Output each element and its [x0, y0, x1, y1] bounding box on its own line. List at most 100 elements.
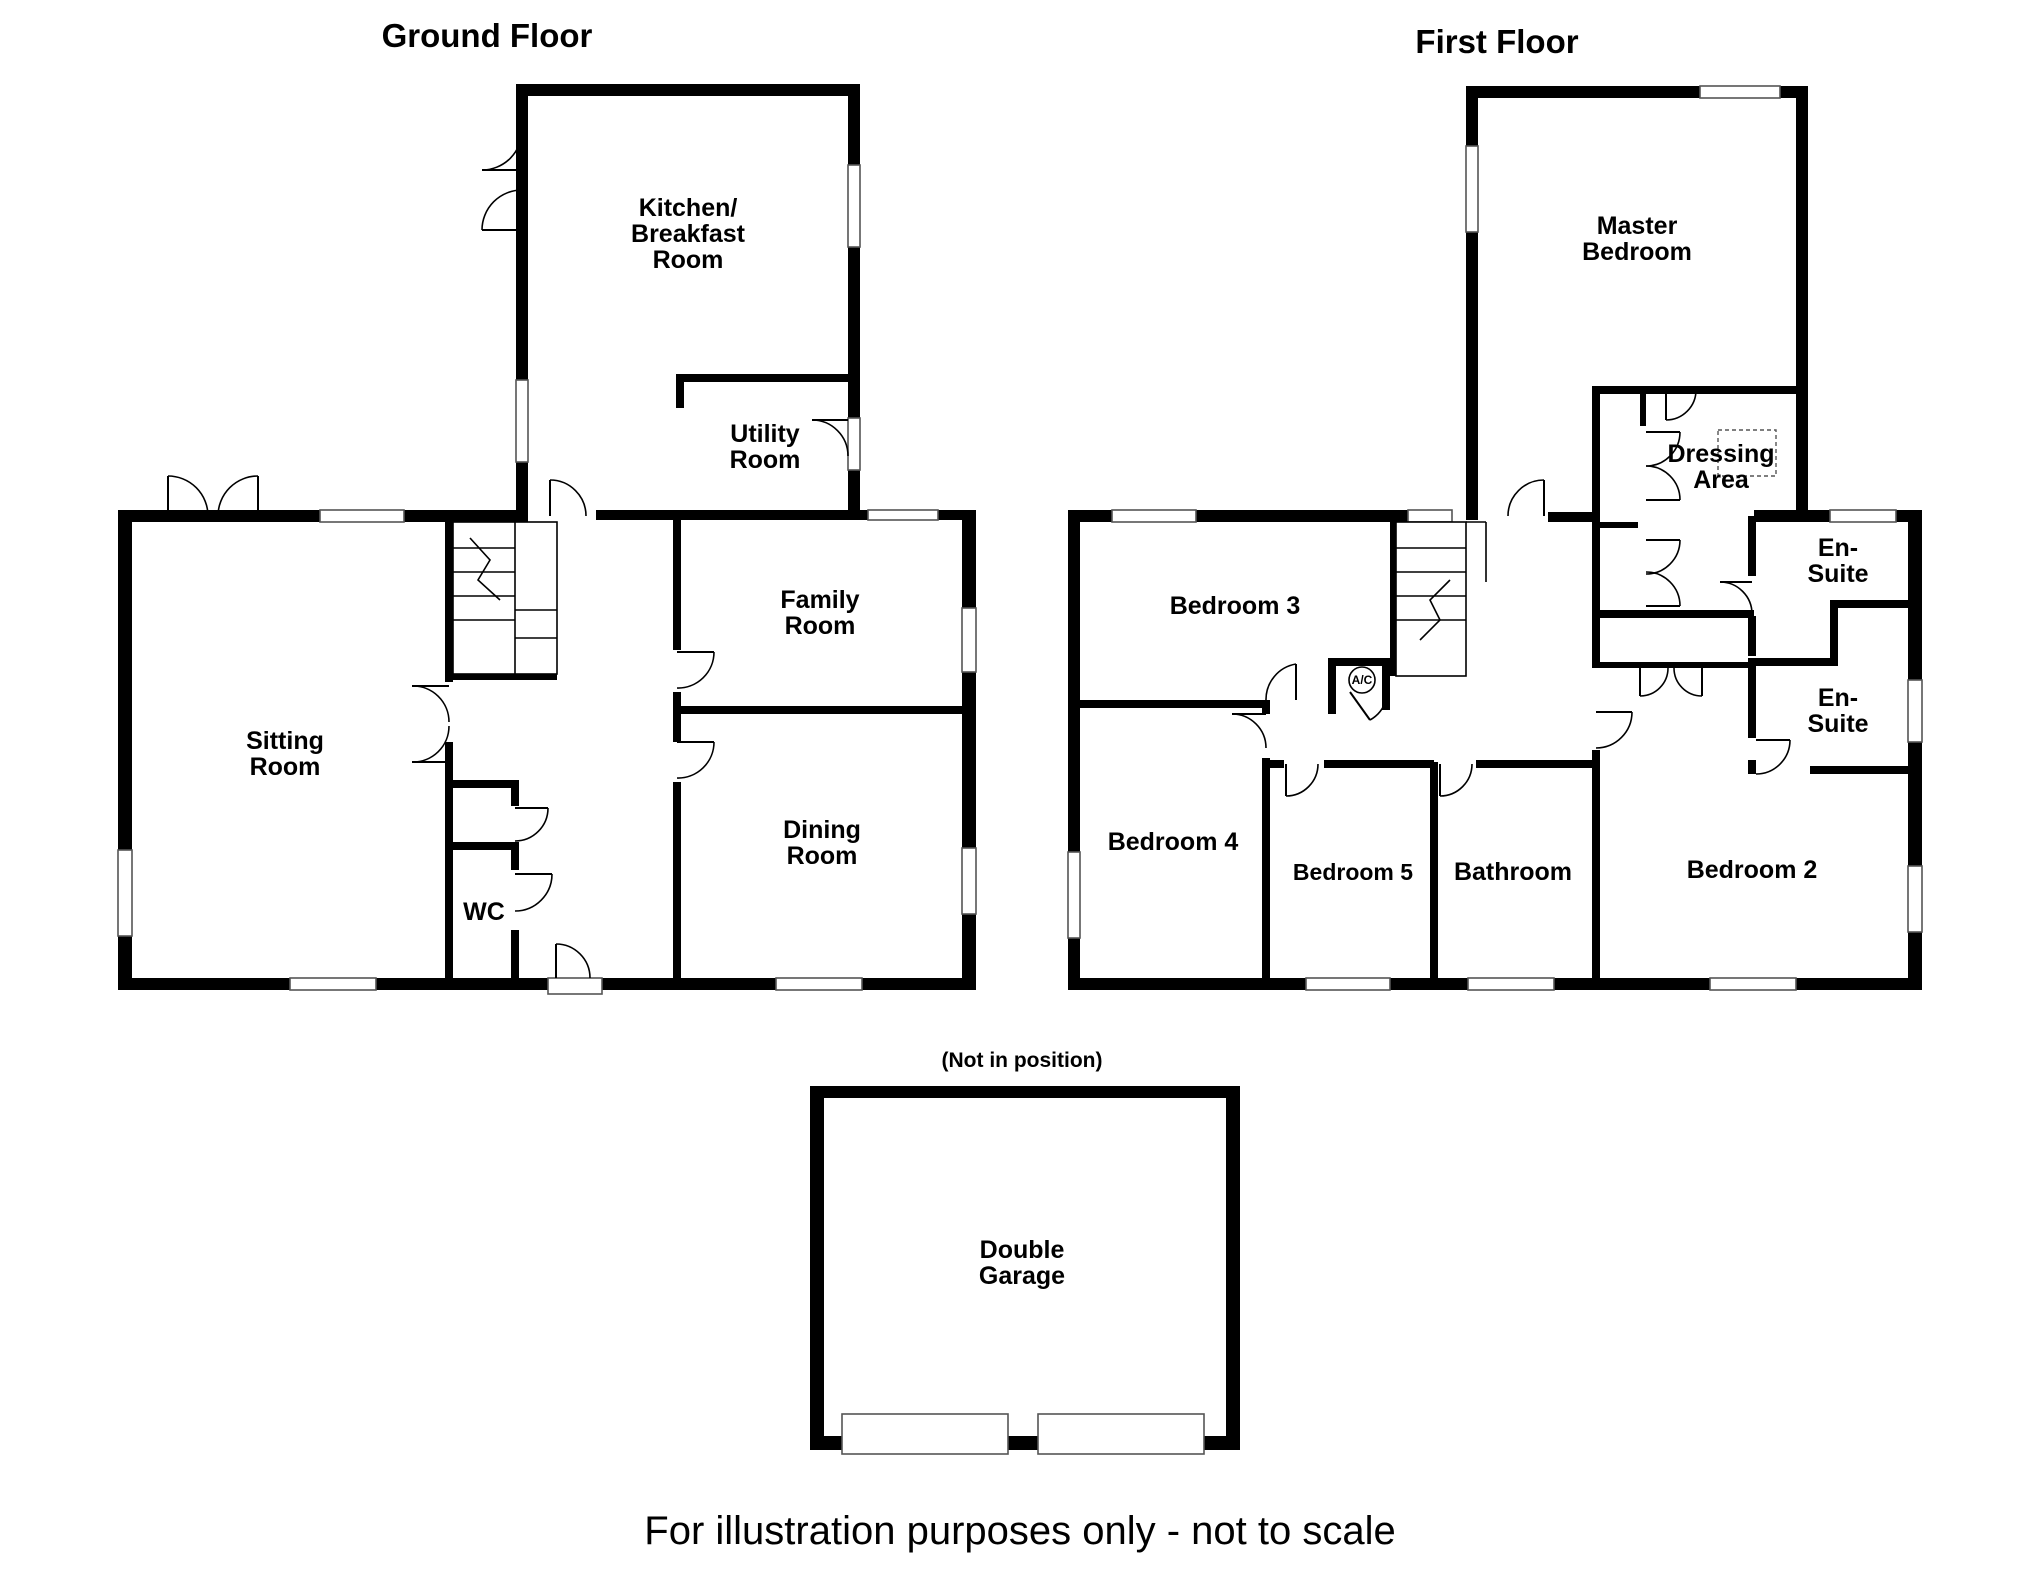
svg-text:Bedroom: Bedroom	[1582, 238, 1692, 266]
french-doors	[481, 129, 523, 231]
svg-text:Double: Double	[980, 1236, 1065, 1264]
svg-text:Breakfast: Breakfast	[631, 220, 746, 248]
sitting-room-label: Sitting Room	[246, 727, 324, 781]
door	[676, 651, 715, 689]
door	[411, 685, 450, 763]
wall	[511, 780, 519, 806]
window	[1699, 85, 1781, 99]
wall	[1592, 610, 1754, 618]
door	[549, 479, 587, 517]
wall	[511, 930, 519, 980]
wall	[1748, 616, 1756, 656]
wall	[1262, 760, 1284, 768]
bedroom-5-label: Bedroom 5	[1293, 859, 1413, 885]
wall	[676, 374, 854, 382]
svg-text:Room: Room	[250, 753, 321, 781]
door	[1507, 479, 1545, 517]
wall	[445, 742, 453, 982]
door	[555, 943, 591, 979]
window	[1407, 509, 1453, 523]
front-door	[547, 977, 603, 995]
window	[319, 509, 405, 523]
wall	[673, 510, 681, 650]
french-doors	[167, 475, 259, 517]
double-garage-label: Double Garage	[979, 1236, 1065, 1290]
first-floor: A/C	[1067, 85, 1923, 991]
svg-text:Sitting: Sitting	[246, 727, 324, 755]
window	[1465, 145, 1479, 233]
door	[1285, 763, 1319, 797]
ground-floor: Kitchen/ Breakfast Room Utility Room Sit…	[117, 84, 977, 995]
wall	[673, 782, 681, 980]
wall	[1262, 700, 1270, 714]
wall	[1748, 658, 1838, 666]
wall	[1796, 86, 1808, 520]
wall	[1592, 522, 1638, 528]
wall	[1430, 762, 1438, 982]
wall	[1390, 516, 1396, 676]
door	[514, 807, 549, 842]
wall	[1592, 662, 1752, 668]
wall	[810, 1086, 824, 1450]
dressing-area-label: Dressing Area	[1668, 440, 1775, 494]
window	[775, 977, 863, 991]
wall	[516, 84, 860, 96]
wc-label: WC	[463, 898, 505, 926]
window	[961, 847, 977, 915]
door	[1755, 739, 1791, 775]
wall	[673, 692, 681, 742]
wall	[1328, 658, 1390, 666]
bedroom-3-label: Bedroom 3	[1170, 592, 1301, 620]
dressing-unit	[1717, 429, 1777, 477]
first-floor-title: First Floor	[1415, 23, 1578, 60]
ground-floor-title: Ground Floor	[382, 17, 593, 54]
wall	[1328, 662, 1336, 714]
svg-text:Room: Room	[730, 446, 801, 474]
window	[1829, 509, 1897, 523]
window	[847, 417, 861, 471]
disclaimer: For illustration purposes only - not to …	[644, 1509, 1395, 1553]
staircase	[452, 521, 558, 675]
wall	[673, 706, 969, 714]
wall	[962, 510, 976, 990]
door	[1439, 763, 1473, 797]
door	[1645, 539, 1681, 607]
wall	[1262, 758, 1270, 982]
window	[961, 607, 977, 673]
window	[1709, 977, 1797, 991]
window	[1305, 977, 1391, 991]
wall	[1074, 700, 1270, 708]
wall	[1548, 512, 1596, 522]
wall	[1324, 760, 1434, 768]
svg-text:En-: En-	[1818, 684, 1858, 712]
master-bedroom-label: Master Bedroom	[1582, 212, 1692, 266]
window	[1467, 977, 1555, 991]
wall	[445, 842, 517, 850]
svg-text:Dining: Dining	[783, 816, 861, 844]
svg-text:Suite: Suite	[1807, 710, 1868, 738]
wall	[445, 780, 517, 788]
wall	[1640, 386, 1646, 426]
door	[676, 741, 715, 779]
wall	[810, 1086, 1240, 1098]
svg-text:Dressing: Dressing	[1668, 440, 1775, 468]
window	[847, 164, 861, 248]
door	[1645, 431, 1681, 501]
wall	[445, 674, 557, 680]
wall	[511, 842, 519, 870]
svg-text:A/C: A/C	[1352, 673, 1373, 687]
garage: (Not in position) Double Garage	[810, 1049, 1240, 1455]
family-room-label: Family Room	[780, 586, 859, 640]
svg-text:Utility: Utility	[730, 420, 800, 448]
ensuite-label: En- Suite	[1807, 684, 1868, 738]
wall	[1382, 662, 1390, 710]
svg-text:Garage: Garage	[979, 1262, 1065, 1290]
svg-text:Suite: Suite	[1807, 560, 1868, 588]
svg-text:Room: Room	[653, 246, 724, 274]
svg-text:Master: Master	[1597, 212, 1678, 240]
window	[117, 849, 133, 937]
wall	[1226, 1086, 1240, 1450]
wall	[445, 516, 453, 682]
bathroom-label: Bathroom	[1454, 858, 1572, 886]
